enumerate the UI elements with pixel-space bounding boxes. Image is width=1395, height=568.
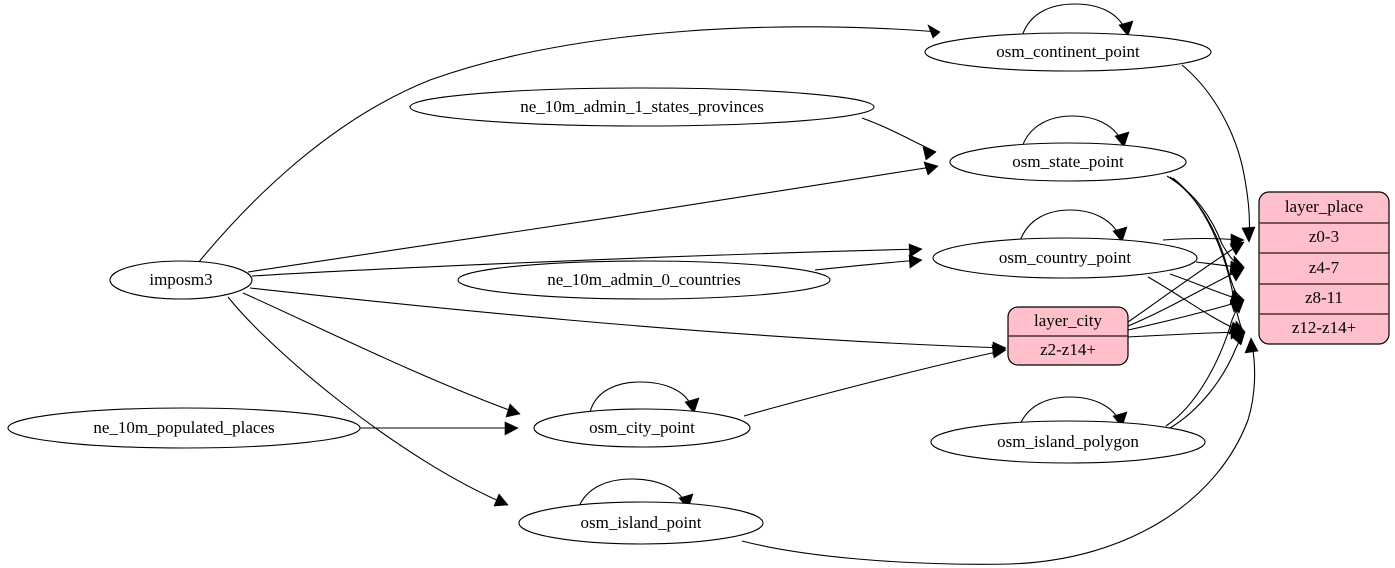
- edge-ne-countries-to-osm-country-point: [814, 254, 923, 271]
- self-loop-osm-island-polygon: [1018, 396, 1128, 428]
- node-ne-states-label: ne_10m_admin_1_states_provinces: [520, 97, 764, 116]
- node-osm-city-point-label: osm_city_point: [589, 418, 695, 437]
- node-osm-city-point[interactable]: osm_city_point: [533, 408, 751, 448]
- node-ne-10m-admin-0-countries[interactable]: ne_10m_admin_0_countries: [457, 260, 831, 300]
- edge-imposm3-to-osm-city-point: [242, 292, 521, 418]
- record-layer-place-row-z4-7[interactable]: z4-7: [1309, 258, 1340, 277]
- node-ne-populated-label: ne_10m_populated_places: [93, 418, 274, 437]
- edge-osm-country-point-to-layer-place-z8-11: [1169, 273, 1245, 305]
- record-layer-place-row-z8-11[interactable]: z8-11: [1305, 288, 1343, 307]
- node-osm-island-point-label: osm_island_point: [581, 513, 702, 532]
- node-osm-state-point[interactable]: osm_state_point: [949, 142, 1187, 182]
- record-layer-place-title: layer_place: [1285, 197, 1363, 216]
- record-layer-place-row-z12-z14[interactable]: z12-z14+: [1292, 318, 1356, 337]
- edge-osm-city-point-to-layer-city: [743, 344, 1007, 417]
- edge-ne-states-to-osm-state-point: [861, 117, 937, 161]
- self-loop-osm-city-point: [589, 381, 700, 414]
- record-layer-city-title: layer_city: [1034, 311, 1102, 330]
- node-osm-country-point[interactable]: osm_country_point: [932, 237, 1198, 279]
- edge-osm-country-point-to-layer-place-z12-z14: [1147, 276, 1245, 335]
- edge-osm-continent-point-to-layer-place-z0-3: [1181, 64, 1256, 243]
- node-osm-island-polygon[interactable]: osm_island_polygon: [930, 420, 1206, 464]
- node-layer: imposm3 ne_10m_admin_1_states_provinces …: [7, 32, 1212, 545]
- node-ne-10m-populated-places[interactable]: ne_10m_populated_places: [7, 407, 361, 449]
- self-loop-osm-country-point: [1019, 209, 1128, 243]
- node-osm-continent-point[interactable]: osm_continent_point: [924, 32, 1212, 72]
- record-layer-city[interactable]: layer_city z2-z14+: [1007, 306, 1129, 366]
- node-osm-island-point[interactable]: osm_island_point: [518, 501, 764, 545]
- edge-osm-island-polygon-to-layer-place-z12-z14: [1169, 331, 1246, 429]
- record-layer-place-row-z0-3[interactable]: z0-3: [1309, 227, 1339, 246]
- node-osm-country-point-label: osm_country_point: [999, 248, 1131, 267]
- record-layer-city-row-z2-z14[interactable]: z2-z14+: [1040, 340, 1096, 359]
- edge-imposm3-to-osm-continent-point: [197, 24, 941, 264]
- node-osm-island-polygon-label: osm_island_polygon: [997, 432, 1139, 451]
- self-loop-osm-state-point: [1021, 115, 1130, 148]
- edge-imposm3-to-osm-state-point: [247, 161, 939, 273]
- edge-ne-populated-to-osm-city-point: [360, 421, 519, 436]
- self-loop-osm-continent-point: [1021, 3, 1134, 37]
- node-imposm3-label: imposm3: [149, 270, 212, 289]
- edge-osm-island-polygon-to-layer-place-z8-11: [1165, 299, 1245, 427]
- node-imposm3[interactable]: imposm3: [109, 260, 253, 300]
- edge-layer: [197, 3, 1259, 565]
- node-osm-continent-point-label: osm_continent_point: [996, 42, 1140, 61]
- node-ne-10m-admin-1-states-provinces[interactable]: ne_10m_admin_1_states_provinces: [409, 87, 875, 127]
- record-layer: layer_city z2-z14+ layer_place z0-3 z4-7…: [1007, 191, 1390, 366]
- edge-osm-island-point-to-layer-place-z12-z14: [741, 337, 1259, 565]
- edge-imposm3-to-osm-island-point: [227, 296, 509, 507]
- edge-layer-city-to-layer-place-z0-3: [1127, 241, 1245, 323]
- record-layer-place[interactable]: layer_place z0-3 z4-7 z8-11 z12-z14+: [1258, 191, 1390, 345]
- node-osm-state-point-label: osm_state_point: [1012, 152, 1124, 171]
- node-ne-countries-label: ne_10m_admin_0_countries: [547, 270, 741, 289]
- edge-layer-city-to-layer-place-z4-7: [1127, 267, 1245, 327]
- edge-imposm3-to-osm-country-point: [251, 243, 923, 277]
- edge-layer-city-to-layer-place-z8-11: [1127, 299, 1245, 331]
